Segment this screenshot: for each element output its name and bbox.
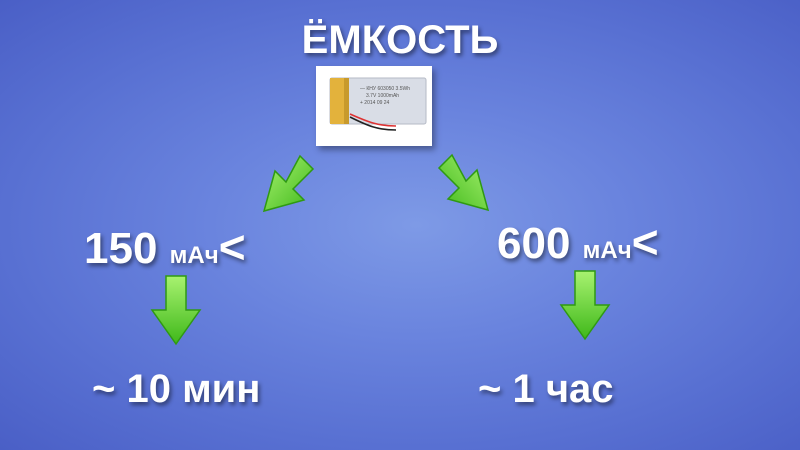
capacity-right: 600 мАч<: [497, 219, 659, 266]
battery-label-line1: — КНУ 603050 3.5Wh: [360, 86, 410, 92]
capacity-left-unit: мАч: [169, 242, 219, 269]
arrow-down-left-icon: [262, 154, 315, 213]
arrow-down-right-icon: [437, 153, 490, 212]
capacity-left-comparison: <: [218, 221, 246, 273]
arrow-down-icon: [559, 270, 611, 341]
capacity-left: 150 мАч<: [84, 224, 246, 271]
capacity-right-value: 600: [497, 219, 571, 268]
battery-label-line2: 3.7V 1000mAh: [366, 93, 399, 99]
capacity-left-value: 150: [84, 224, 158, 273]
time-right: ~ 1 час: [478, 367, 614, 411]
capacity-title: ЁМКОСТЬ: [301, 18, 499, 62]
battery-image: — КНУ 603050 3.5Wh 3.7V 1000mAh + 2014 0…: [316, 66, 432, 146]
capacity-right-unit: мАч: [582, 237, 632, 264]
arrow-down-icon: [150, 275, 202, 346]
time-left: ~ 10 мин: [92, 367, 261, 411]
battery-label-line3: + 2014 09 24: [360, 100, 390, 106]
capacity-right-comparison: <: [631, 216, 659, 268]
